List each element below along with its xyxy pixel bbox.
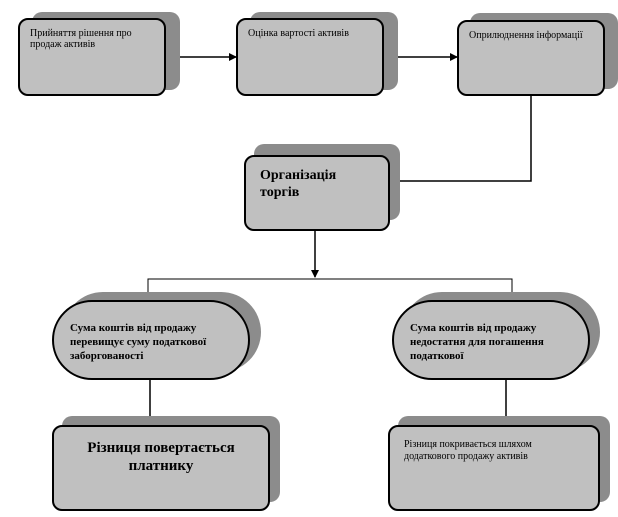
node-auction: Організація торгів: [244, 155, 390, 231]
node-result-additional-sale-label: Різниця покривається шляхом додаткового …: [404, 439, 532, 462]
node-result-refund-label: Різниця повертається платнику: [87, 440, 235, 474]
node-auction-label: Організація торгів: [260, 168, 337, 200]
node-branch-exceeds: Сума коштів від продажу перевищує суму п…: [52, 300, 250, 380]
node-branch-insufficient-label: Сума коштів від продажу недостатня для п…: [410, 322, 544, 362]
node-result-refund: Різниця повертається платнику: [52, 425, 270, 511]
node-publication: Оприлюднення інформації: [457, 20, 605, 96]
node-result-additional-sale: Різниця покривається шляхом додаткового …: [388, 425, 600, 511]
arrow-publication-to-auction: [389, 96, 532, 185]
node-valuation-label: Оцінка вартості активів: [248, 28, 349, 39]
node-branch-exceeds-label: Сума коштів від продажу перевищує суму п…: [70, 322, 207, 362]
node-decision-label: Прийняття рішення про продаж активів: [30, 28, 132, 50]
node-decision: Прийняття рішення про продаж активів: [18, 18, 166, 96]
node-valuation: Оцінка вартості активів: [236, 18, 384, 96]
node-publication-label: Оприлюднення інформації: [469, 30, 583, 41]
branch-split-line: [147, 278, 513, 300]
node-branch-insufficient: Сума коштів від продажу недостатня для п…: [392, 300, 590, 380]
